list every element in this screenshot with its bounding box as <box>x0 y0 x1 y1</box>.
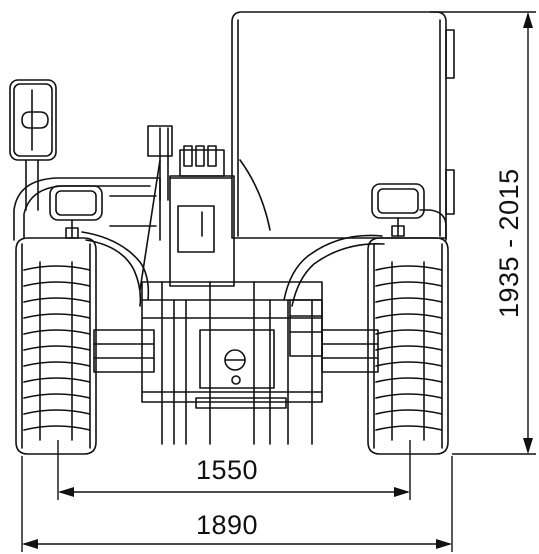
height-dimension-line <box>430 11 536 455</box>
right-wheel <box>367 237 449 455</box>
cab-body <box>231 11 455 239</box>
mirror <box>9 79 57 211</box>
left-headlight <box>49 185 103 239</box>
left-wheel <box>15 237 97 455</box>
track-width-dimension-line <box>57 440 411 500</box>
height-label: 1935 - 2015 <box>494 168 524 318</box>
track-width-label: 1550 <box>196 455 259 485</box>
right-headlight <box>371 183 425 237</box>
front-axle <box>93 329 379 389</box>
hydraulic-hoses <box>81 159 385 307</box>
chassis-frame <box>13 177 447 241</box>
fork-carriage <box>141 281 323 445</box>
overall-width-dimension-line <box>21 456 453 552</box>
boom-column <box>139 125 235 291</box>
overall-width-label: 1890 <box>196 510 259 540</box>
